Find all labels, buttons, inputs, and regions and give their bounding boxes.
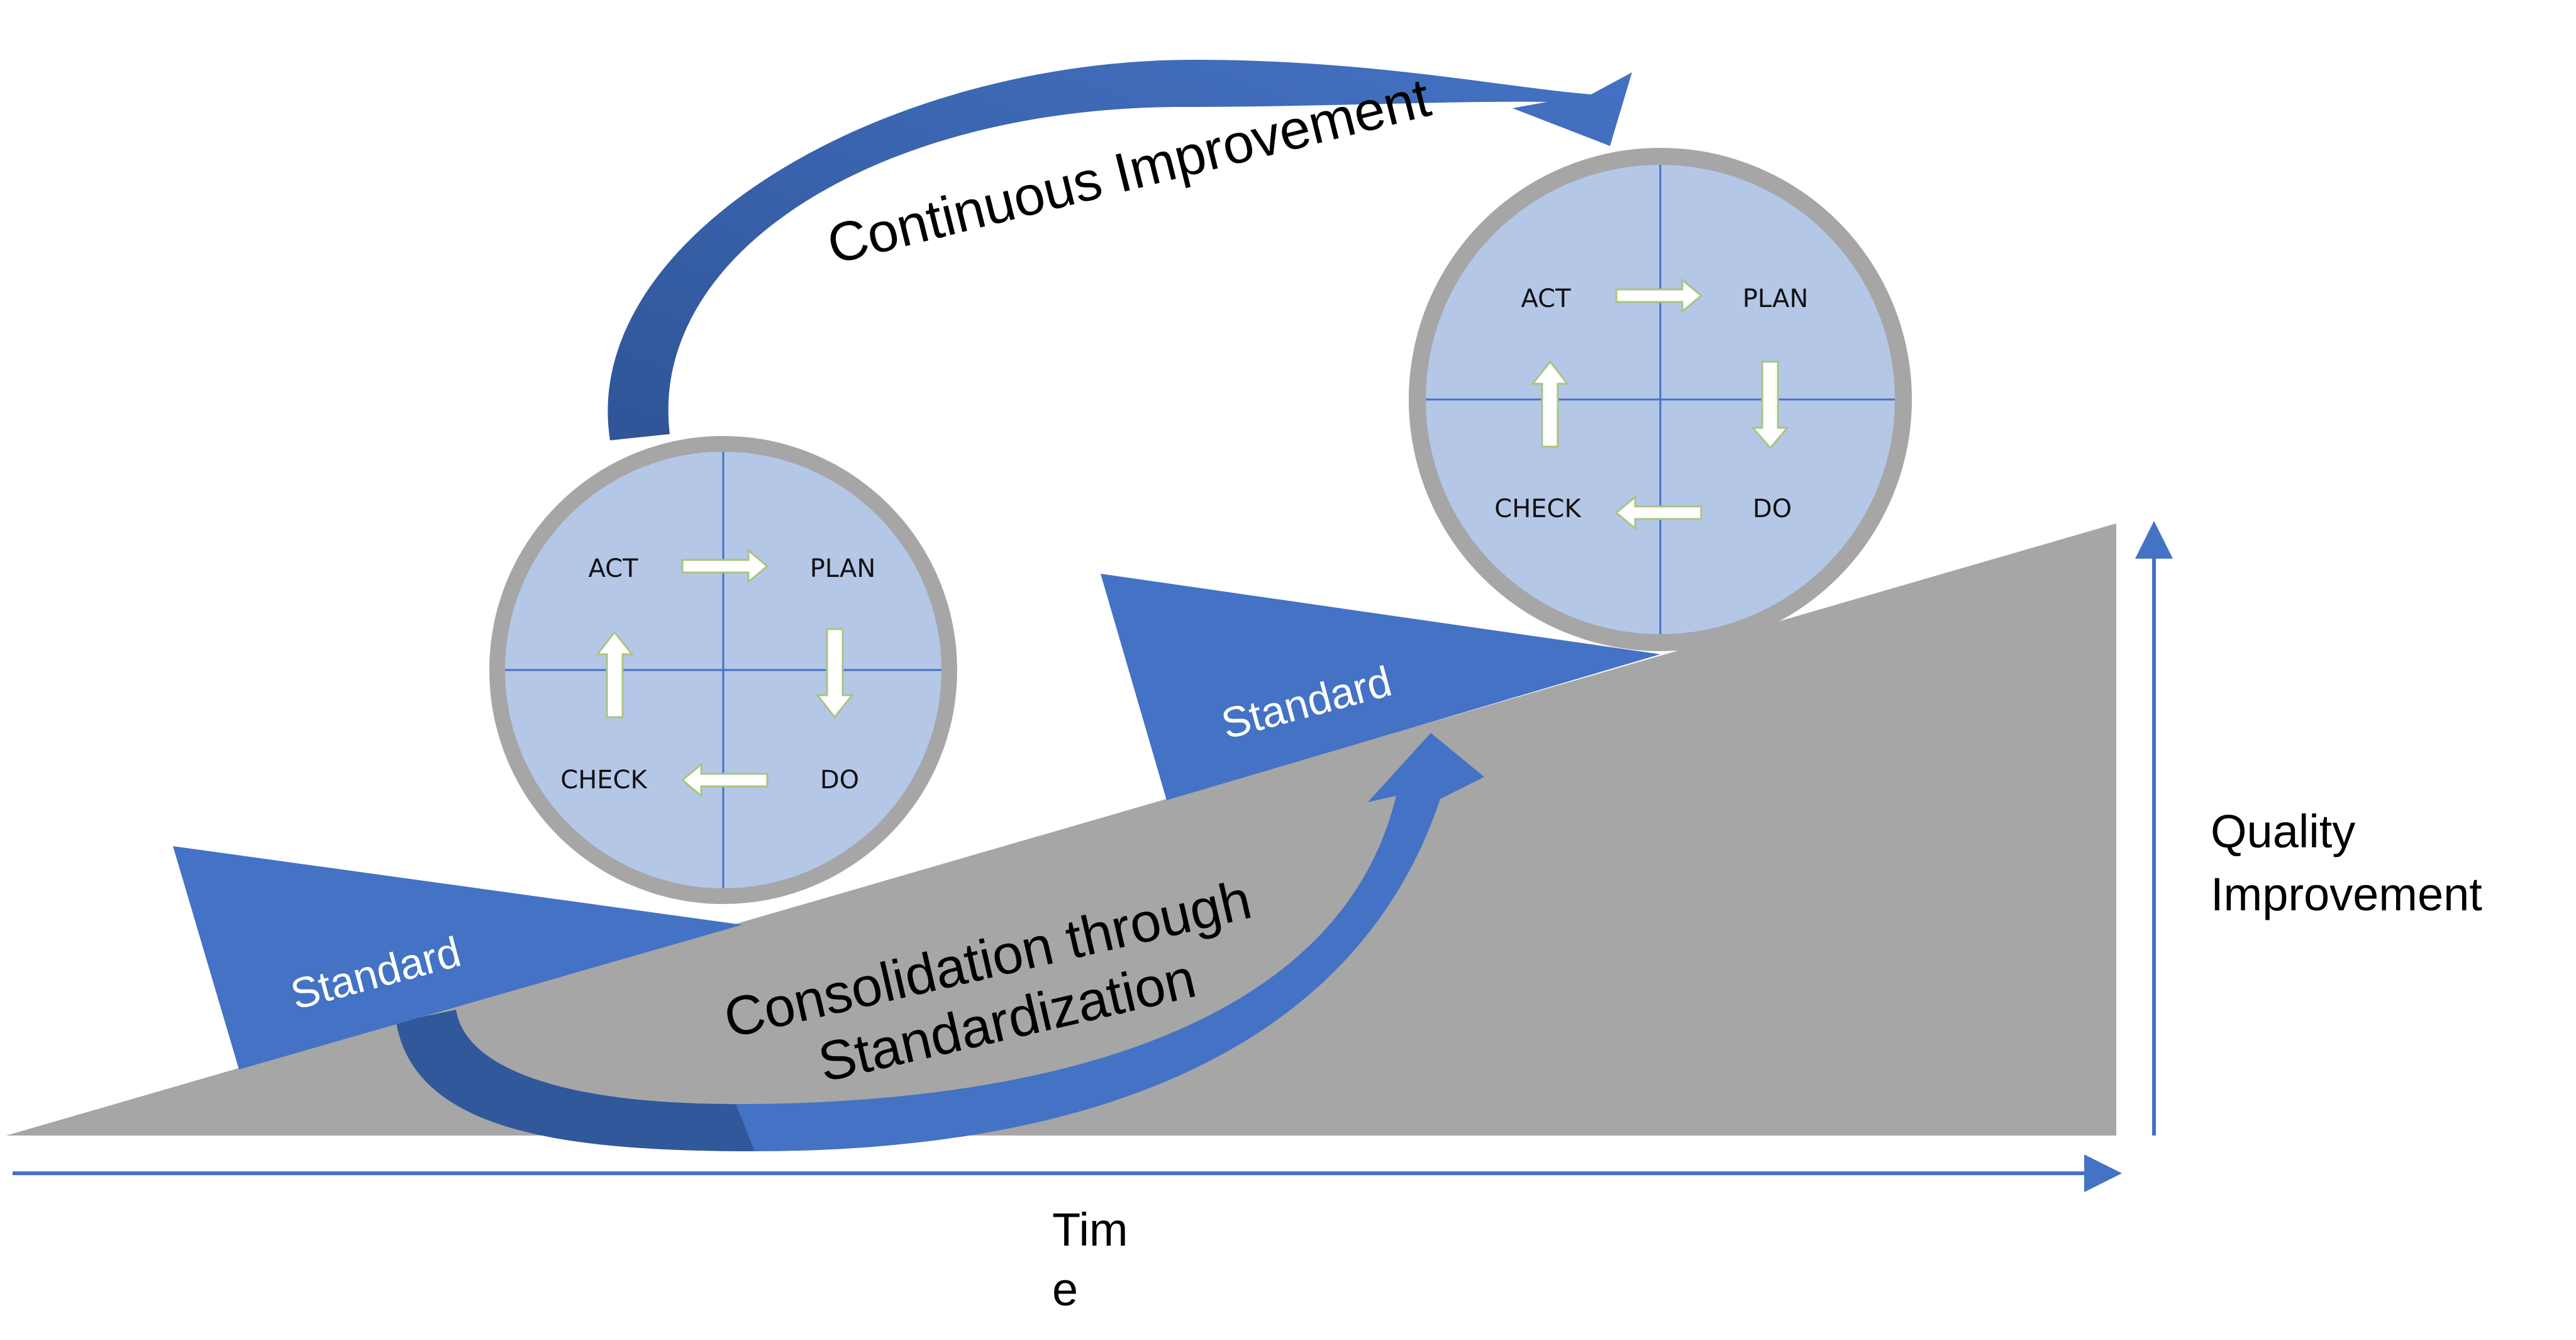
- do-label: DO: [820, 766, 859, 795]
- standard-wedge-left: [173, 846, 742, 1069]
- arrow-plan-to-do-icon: [815, 628, 855, 719]
- consolidation-arrow: [396, 733, 1484, 1151]
- arrow-act-to-plan-icon: [681, 548, 769, 584]
- quality-label-line1: Quality: [2211, 805, 2355, 857]
- arrow-act-to-plan-icon: [1615, 277, 1703, 314]
- plan-label: PLAN: [810, 554, 876, 583]
- arrow-do-to-check-icon: [1614, 494, 1702, 531]
- act-label: ACT: [1521, 284, 1571, 313]
- act-label: ACT: [588, 554, 638, 583]
- standard-wedge-right: [1101, 574, 1660, 800]
- do-label: DO: [1753, 494, 1792, 523]
- consolidation-arrow-shadow: [396, 1010, 755, 1151]
- arrow-plan-to-do-icon: [1750, 360, 1790, 450]
- plan-label: PLAN: [1743, 284, 1809, 313]
- time-label-line1: Tim: [1052, 1203, 1128, 1256]
- time-label-line2: e: [1052, 1263, 1078, 1315]
- arrow-check-to-act-icon: [1530, 360, 1570, 448]
- arrow-check-to-act-icon: [595, 630, 635, 718]
- check-label: CHECK: [1494, 494, 1582, 523]
- continuous-improvement-arrow: [608, 60, 1633, 440]
- pdca-cycle-right: ACT PLAN DO CHECK: [1409, 148, 1912, 651]
- quality-label-line2: Improvement: [2211, 868, 2482, 920]
- check-label: CHECK: [560, 766, 648, 795]
- pdca-cycle-left: ACT PLAN DO CHECK: [489, 436, 957, 904]
- arrow-do-to-check-icon: [680, 762, 769, 798]
